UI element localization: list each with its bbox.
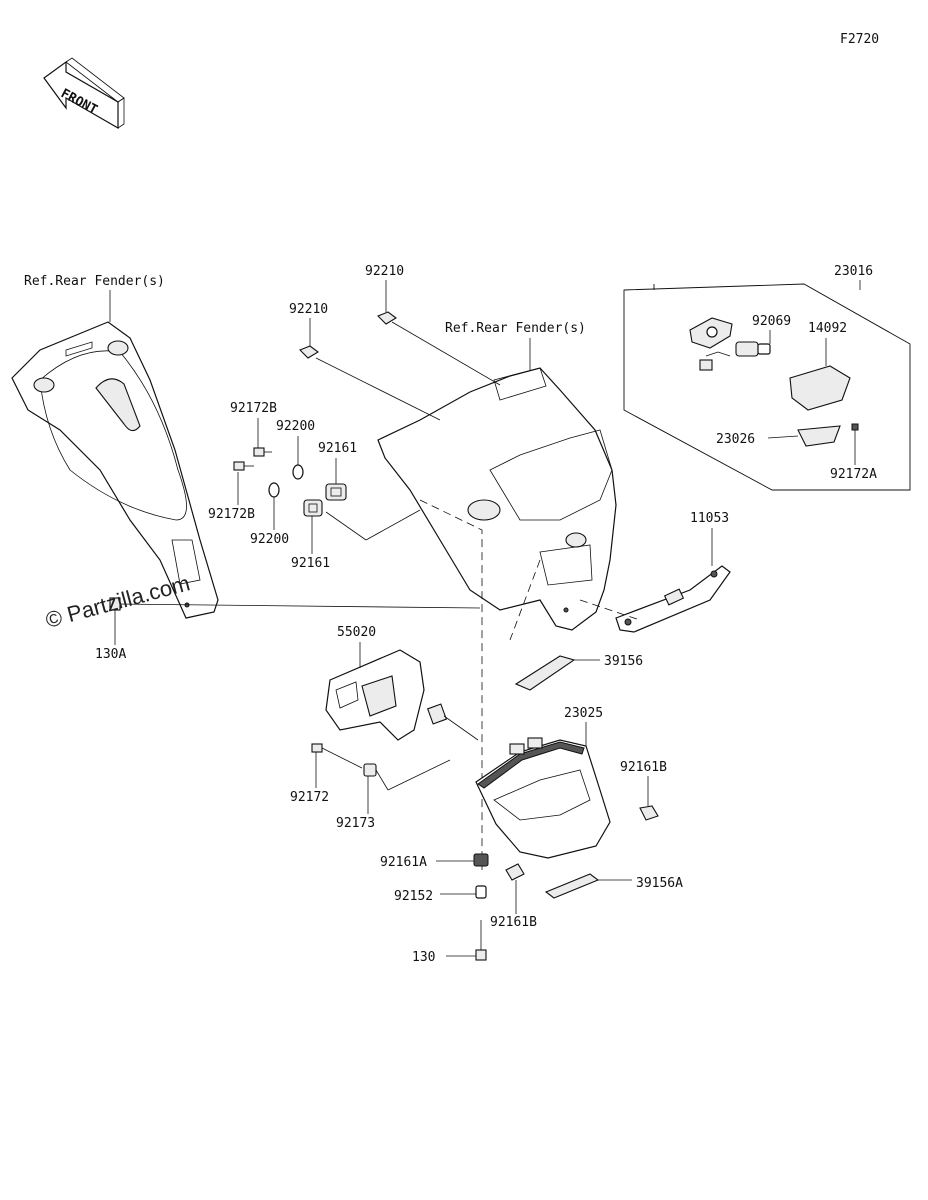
grommet-92161-bottom-part [303,499,323,517]
part-label-92210-a: 92210 [365,264,404,279]
license-light-socket-part [689,317,733,371]
part-label-92172: 92172 [290,790,329,805]
part-label-92172A: 92172A [830,467,877,482]
ref-rear-fender-center-label: Ref.Rear Fender(s) [445,321,586,336]
collar-92173-part [363,763,377,777]
washer-92200-bottom-part [268,482,280,498]
watermark-text: © Partzilla.com [43,570,193,633]
grommet-92161A-part [473,853,489,867]
screw-92172B-bottom-part [233,461,254,471]
part-label-92210-b: 92210 [289,302,328,317]
washer-92200-top-part [292,464,304,480]
part-label-55020: 55020 [337,625,376,640]
part-label-39156: 39156 [604,654,643,669]
part-label-92161B-bottom: 92161B [490,915,537,930]
pad-39156A-part [544,873,600,899]
rear-fender-center-part [377,367,617,631]
ref-rear-fender-left-label: Ref.Rear Fender(s) [24,274,165,289]
reflector-23026-part [797,425,841,447]
part-label-14092: 14092 [808,321,847,336]
part-label-130: 130 [412,950,435,965]
grommet-92161B-right-part [639,805,659,821]
grommet-92161-top-part [325,483,347,501]
front-arrow-icon: FRONT [43,57,125,130]
license-bracket-11053-part [615,565,731,633]
screw-92172A-part [851,423,859,431]
assembly-guide-line [419,499,483,870]
part-label-92200-bottom: 92200 [250,532,289,547]
part-label-92161B-right: 92161B [620,760,667,775]
part-label-23025: 23025 [564,706,603,721]
screw-92172-part [311,743,323,753]
clip-nut-92210-b-part [299,345,319,359]
part-label-92161-bottom: 92161 [291,556,330,571]
part-label-92152: 92152 [394,889,433,904]
tail-light-bracket-55020-part [325,649,479,741]
bulb-92069-part [735,341,771,357]
figure-code: F2720 [840,32,879,47]
part-label-39156A: 39156A [636,876,683,891]
part-label-92173: 92173 [336,816,375,831]
part-label-92069: 92069 [752,314,791,329]
pad-39156-part [514,655,576,691]
part-label-92172B-bottom: 92172B [208,507,255,522]
part-label-92161A: 92161A [380,855,427,870]
lens-14092-part [789,365,851,411]
collar-92152-part [475,885,487,899]
part-label-92161: 92161 [318,441,357,456]
part-label-92200-top: 92200 [276,419,315,434]
screw-130A-part [109,597,121,611]
part-label-23016: 23016 [834,264,873,279]
part-label-23026: 23026 [716,432,755,447]
part-label-11053: 11053 [690,511,729,526]
rear-fender-left-part [11,321,219,619]
tail-light-23025-part [475,737,611,859]
bolt-130-part [475,920,487,961]
part-label-130A: 130A [95,647,126,662]
part-label-92172B-top: 92172B [230,401,277,416]
clip-nut-92210-a-part [377,311,397,325]
screw-92172B-top-part [253,447,272,457]
grommet-92161B-bottom-part [505,863,525,881]
license-light-assembly-box [623,283,911,491]
